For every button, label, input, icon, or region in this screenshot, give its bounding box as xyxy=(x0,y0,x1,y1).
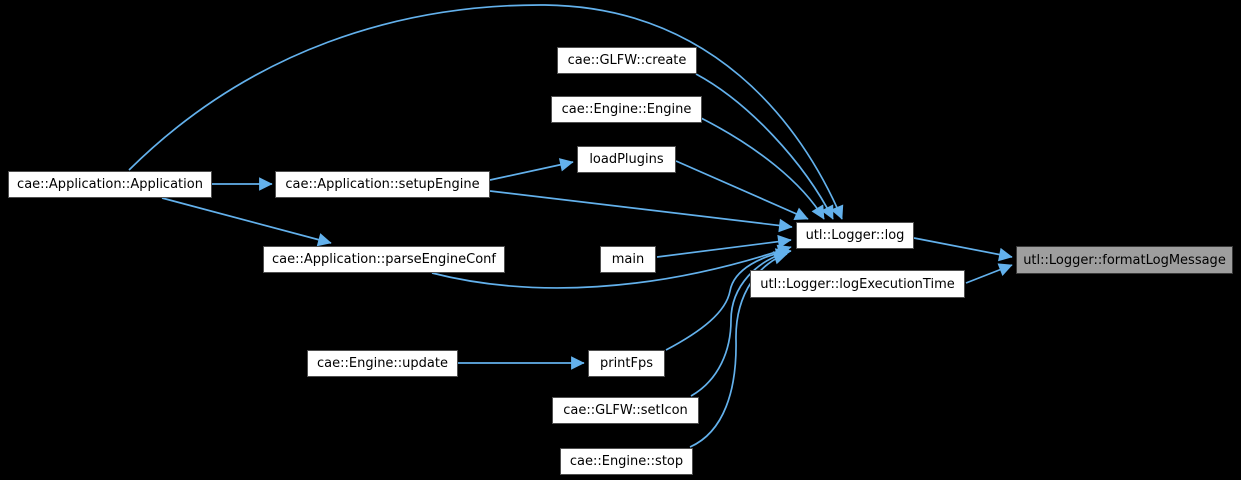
edge-parseengineconf-to-log xyxy=(431,244,792,289)
node-label: utl::Logger::log xyxy=(805,228,905,243)
node-label: utl::Logger::formatLogMessage xyxy=(1023,252,1226,268)
edge-log-to-formatlogmessage xyxy=(913,237,1013,262)
node-label: main xyxy=(611,252,645,267)
edge-glfwcreate-to-log xyxy=(695,73,834,220)
node-label: cae::Application::setupEngine xyxy=(285,177,480,192)
node-label: cae::GLFW::setIcon xyxy=(563,403,688,418)
node-label: cae::Application::parseEngineConf xyxy=(271,252,496,267)
node-cae-engine-stop[interactable]: cae::Engine::stop xyxy=(560,448,693,475)
node-label: cae::Engine::Engine xyxy=(561,102,692,117)
node-cae-application-parseengineconf[interactable]: cae::Application::parseEngineConf xyxy=(263,246,505,273)
node-printfps[interactable]: printFps xyxy=(588,350,665,377)
node-cae-application-setupengine[interactable]: cae::Application::setupEngine xyxy=(275,171,490,198)
node-cae-application-application[interactable]: cae::Application::Application xyxy=(8,171,212,198)
edge-main-to-log xyxy=(656,234,792,258)
node-label: utl::Logger::logExecutionTime xyxy=(760,276,955,292)
node-label: cae::GLFW::create xyxy=(567,53,687,68)
node-label: cae::Application::Application xyxy=(17,177,203,192)
node-label: printFps xyxy=(599,356,654,371)
edge-loadplugins-to-log xyxy=(675,160,809,221)
node-label: loadPlugins xyxy=(589,152,664,167)
node-utl-logger-log[interactable]: utl::Logger::log xyxy=(796,222,914,249)
edge-enginestop-to-log xyxy=(689,251,788,448)
edge-setupengine-to-loadplugins xyxy=(489,158,574,181)
node-main[interactable]: main xyxy=(600,246,656,273)
edge-setupengine-to-log xyxy=(489,190,793,233)
node-utl-logger-formatlogmessage-current: utl::Logger::formatLogMessage xyxy=(1016,246,1233,274)
edge-application-to-parseengineconf xyxy=(161,197,332,247)
node-cae-glfw-create[interactable]: cae::GLFW::create xyxy=(557,47,697,74)
edge-engineengine-to-log xyxy=(700,117,825,220)
edge-printfps-to-log xyxy=(665,246,792,351)
node-cae-engine-update[interactable]: cae::Engine::update xyxy=(307,350,458,377)
edge-logexecutiontime-to-formatlogmessage xyxy=(965,263,1013,284)
node-loadplugins[interactable]: loadPlugins xyxy=(577,146,676,173)
node-label: cae::Engine::update xyxy=(317,356,448,371)
edge-application-to-log xyxy=(128,4,844,220)
node-utl-logger-logexecutiontime[interactable]: utl::Logger::logExecutionTime xyxy=(750,270,965,298)
edge-glfwseticon-to-log xyxy=(690,248,790,397)
node-label: cae::Engine::stop xyxy=(569,454,684,469)
node-cae-glfw-seticon[interactable]: cae::GLFW::setIcon xyxy=(552,397,699,424)
node-cae-engine-engine[interactable]: cae::Engine::Engine xyxy=(551,96,702,123)
